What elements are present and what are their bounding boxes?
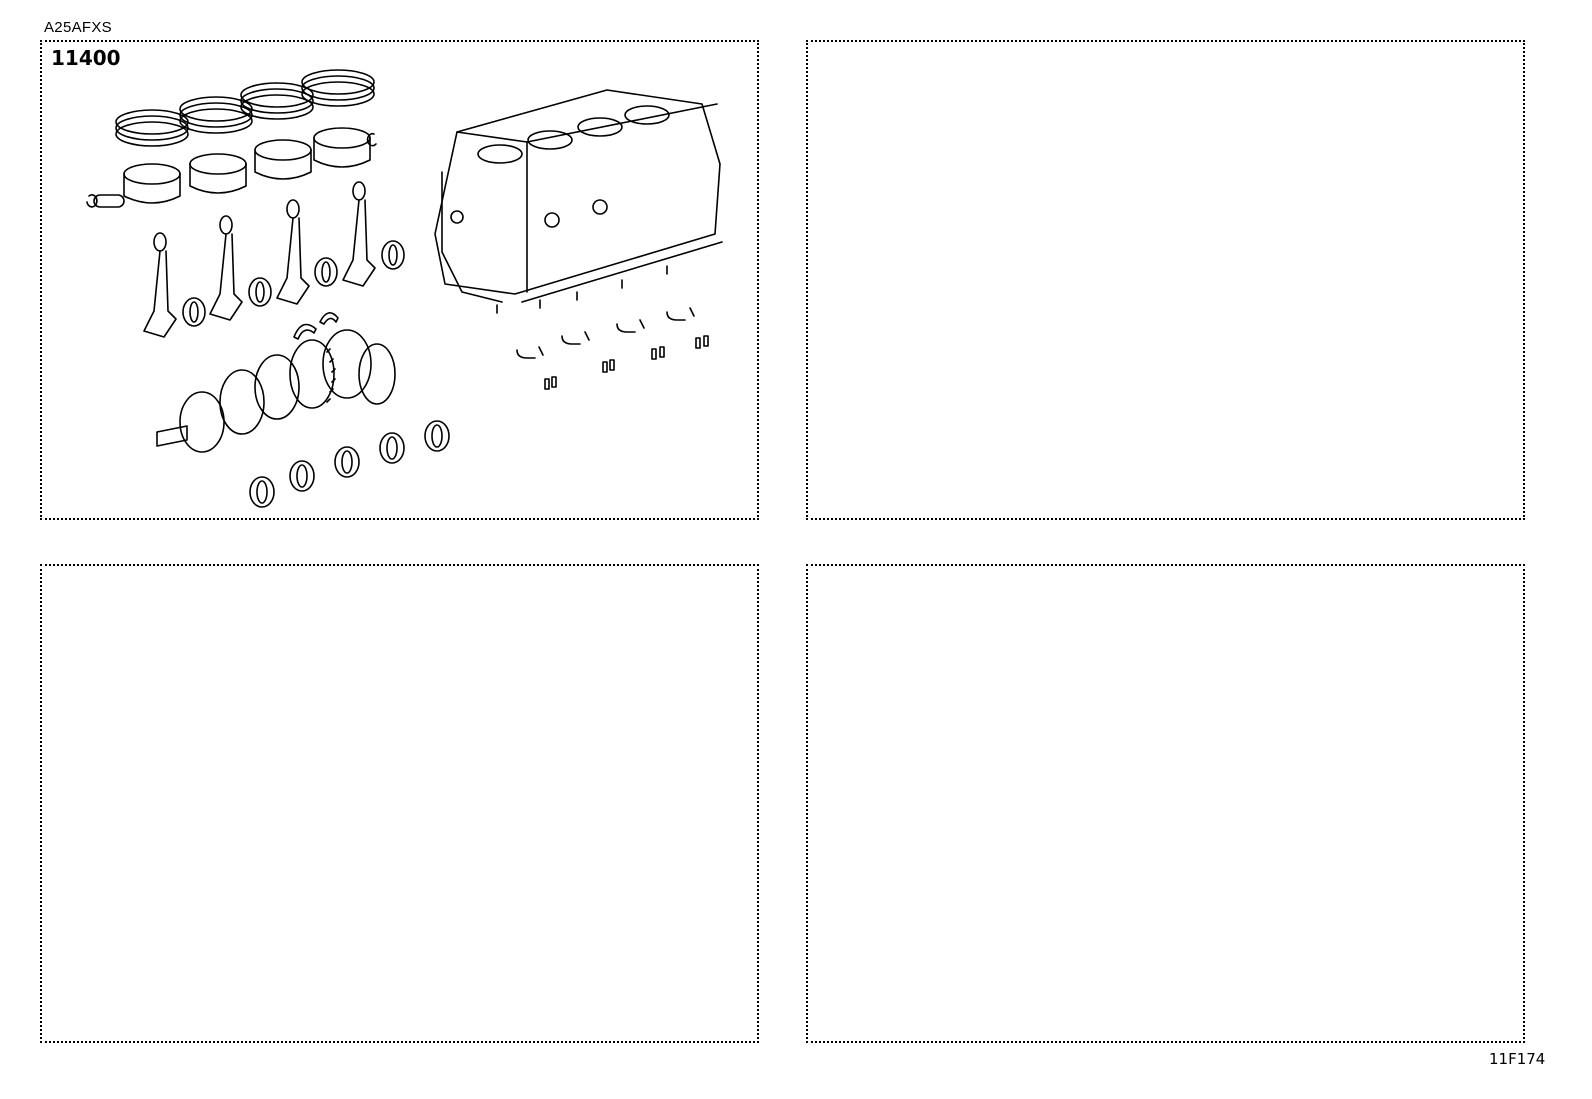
diagram-panel-11400: 11400 [40, 40, 759, 520]
connecting-rod-bearing-icon [182, 240, 405, 327]
main-bearing-icon [249, 420, 450, 508]
connecting-rod-icon [143, 181, 376, 338]
diagram-panel-empty-bottom-left [40, 564, 759, 1043]
illustration-code: 11F174 [1489, 1050, 1546, 1068]
piston-icon [123, 127, 371, 204]
thrust-washer-icon [293, 312, 339, 340]
crankshaft-icon [156, 329, 396, 453]
panel-label: 11400 [51, 46, 121, 70]
short-block-exploded-illustration [86, 69, 723, 508]
diagram-panel-empty-top-right [806, 40, 1525, 520]
diagram-panel-empty-bottom-right [806, 564, 1525, 1043]
oil-jet-bolt-icon [544, 335, 709, 390]
model-code: A25AFXS [44, 19, 112, 36]
cylinder-block-icon [434, 89, 723, 314]
oil-jet-nozzle-icon [516, 307, 695, 359]
piston-ring-set-icon [115, 69, 375, 147]
piston-pin-icon [86, 132, 377, 208]
